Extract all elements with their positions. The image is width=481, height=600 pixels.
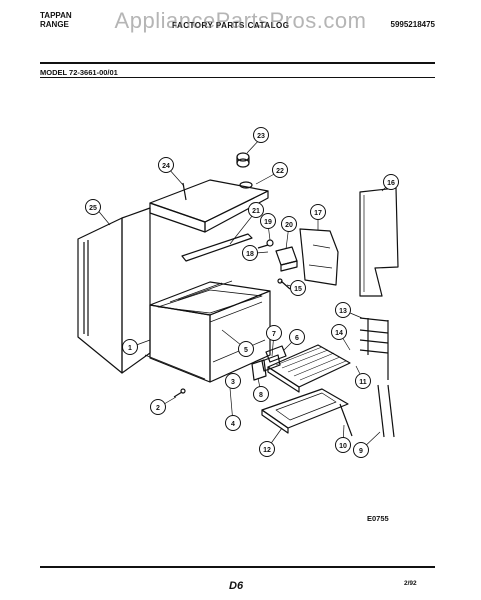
callout-25[interactable]: 25 [85, 199, 101, 215]
part-side-trim [339, 384, 395, 438]
callout-22[interactable]: 22 [272, 162, 288, 178]
model-label: MODEL 72-3661-00/01 [40, 68, 118, 77]
part-hinge-8 [251, 359, 267, 381]
svg-text:19: 19 [264, 219, 272, 226]
part-broil-pan [267, 344, 351, 393]
callout-14[interactable]: 14 [331, 324, 347, 340]
callout-10[interactable]: 10 [335, 437, 351, 453]
date-code: 2/92 [404, 580, 417, 587]
svg-text:12: 12 [263, 447, 271, 454]
catalog-title: FACTORY PARTS CATALOG [172, 21, 290, 30]
callout-8[interactable]: 8 [253, 386, 269, 402]
brand-label: TAPPAN RANGE [40, 11, 72, 29]
part-hinge-7 [261, 354, 281, 372]
model-number: 72-3661-00/01 [69, 68, 118, 77]
part-trim-strip [181, 233, 253, 262]
callout-12[interactable]: 12 [259, 441, 275, 457]
catalog-part-number: 5995218475 [390, 20, 436, 29]
callout-15[interactable]: 15 [290, 280, 306, 296]
part-vent [239, 181, 253, 189]
svg-text:23: 23 [257, 133, 265, 140]
callout-2[interactable]: 2 [150, 399, 166, 415]
part-bracket-plate [299, 228, 339, 286]
callout-20[interactable]: 20 [281, 216, 297, 232]
part-oven-body [144, 280, 271, 383]
figure-code: E0755 [367, 514, 389, 523]
callout-24[interactable]: 24 [158, 157, 174, 173]
svg-text:15: 15 [294, 286, 302, 293]
model-rule [40, 77, 435, 78]
callout-13[interactable]: 13 [335, 302, 351, 318]
part-rear-panel [359, 187, 399, 297]
svg-text:9: 9 [359, 448, 363, 455]
part-hinge-6 [265, 345, 287, 363]
part-screw-15 [277, 278, 291, 290]
callout-9[interactable]: 9 [353, 442, 369, 458]
callout-21[interactable]: 21 [248, 202, 264, 218]
svg-text:13: 13 [339, 308, 347, 315]
svg-text:1: 1 [128, 345, 132, 352]
header-rule [40, 62, 435, 64]
watermark: AppliancePartsPros.com [114, 8, 367, 33]
callout-7[interactable]: 7 [266, 325, 282, 341]
svg-text:14: 14 [335, 330, 343, 337]
callout-17[interactable]: 17 [310, 204, 326, 220]
callout-4[interactable]: 4 [225, 415, 241, 431]
svg-text:24: 24 [162, 163, 170, 170]
svg-text:2: 2 [156, 405, 160, 412]
svg-text:6: 6 [295, 335, 299, 342]
svg-text:17: 17 [314, 210, 322, 217]
callout-3[interactable]: 3 [225, 373, 241, 389]
svg-text:22: 22 [276, 168, 284, 175]
callout-11[interactable]: 11 [355, 373, 371, 389]
model-label-text: MODEL [40, 68, 67, 77]
part-spring [257, 239, 274, 249]
svg-text:20: 20 [285, 222, 293, 229]
callout-23[interactable]: 23 [253, 127, 269, 143]
svg-text:7: 7 [272, 331, 276, 338]
part-screw-2 [173, 388, 186, 398]
callout-18[interactable]: 18 [242, 245, 258, 261]
part-side-panel [77, 207, 151, 374]
part-knob [236, 152, 250, 168]
page-code: D6 [229, 580, 244, 592]
brand-line-2: RANGE [40, 20, 69, 29]
svg-text:4: 4 [231, 421, 235, 428]
svg-text:11: 11 [359, 379, 367, 386]
callout-5[interactable]: 5 [238, 341, 254, 357]
callout-6[interactable]: 6 [289, 329, 305, 345]
callout-1[interactable]: 1 [122, 339, 138, 355]
svg-text:10: 10 [339, 443, 347, 450]
callout-16[interactable]: 16 [383, 174, 399, 190]
part-rack-frame [359, 317, 389, 380]
footer-rule [40, 566, 435, 568]
svg-text:18: 18 [246, 251, 254, 258]
svg-text:5: 5 [244, 347, 248, 354]
part-switch-block [275, 246, 298, 272]
svg-text:25: 25 [89, 205, 97, 212]
svg-text:8: 8 [259, 392, 263, 399]
callout-19[interactable]: 19 [260, 213, 276, 229]
svg-text:21: 21 [252, 208, 260, 215]
brand-line-1: TAPPAN [40, 11, 72, 20]
svg-text:3: 3 [231, 379, 235, 386]
part-broil-tray [261, 388, 349, 434]
svg-text:16: 16 [387, 180, 395, 187]
